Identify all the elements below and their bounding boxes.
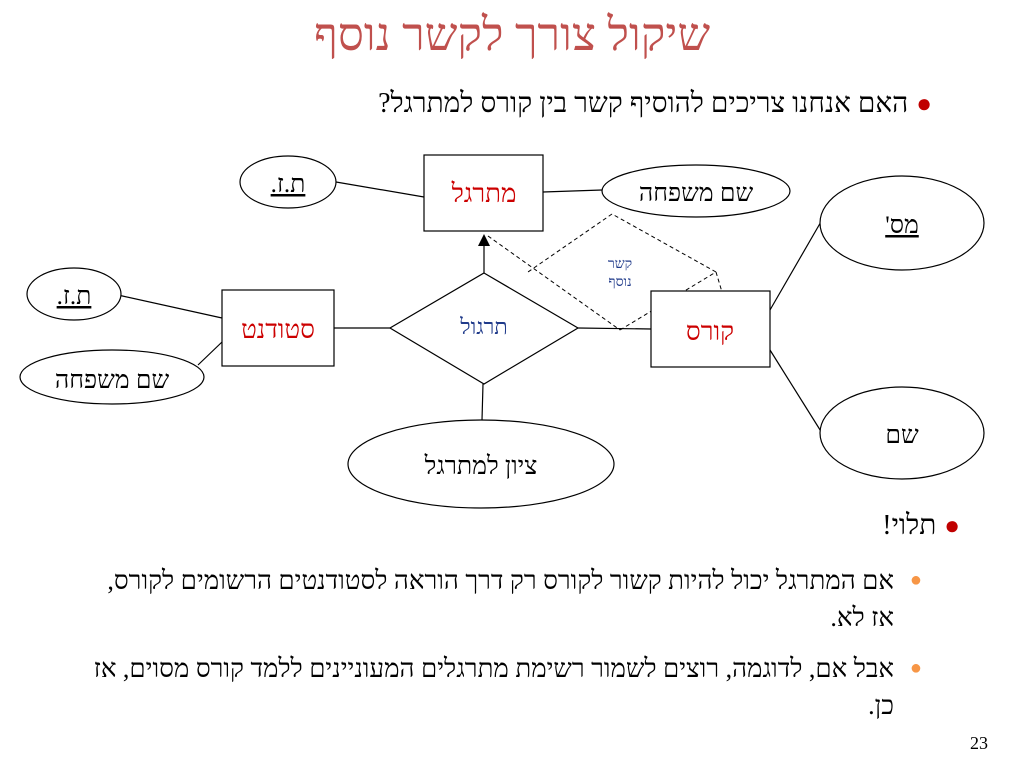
relationship-diamond xyxy=(388,272,580,385)
slide-title: שיקול צורך לקשר נוסף xyxy=(313,9,711,60)
edge-relationship-grade xyxy=(481,383,484,421)
entity-student xyxy=(221,289,335,367)
attr-tutor-id-label: ת.ז. xyxy=(271,171,306,198)
attr-course-number-label: מס' xyxy=(885,212,919,239)
edge-student-id xyxy=(117,294,223,319)
attr-tutor-grade-label: ציון למתרגל xyxy=(424,453,538,480)
entity-tutor xyxy=(423,154,544,232)
edge-tutor-lastname xyxy=(542,189,603,193)
attr-student-lastname xyxy=(19,349,205,405)
question-bullet: ●האם אנחנו צריכים להוסיף קשר בין קורס למ… xyxy=(378,88,932,120)
bullet-dot-icon: ● xyxy=(944,511,960,540)
attr-course-number xyxy=(819,175,985,271)
depends-bullet: ●תלוי! xyxy=(882,510,960,542)
attr-tutor-grade xyxy=(347,419,615,509)
edge-tutor-id xyxy=(335,181,425,198)
edge-course-number xyxy=(769,219,823,311)
sub-point-2: ● אבל אם, לדוגמה, רוצים לשמור רשימת מתרג… xyxy=(84,650,922,724)
attr-tutor-lastname-label: שם משפחה xyxy=(639,180,754,207)
entity-course xyxy=(650,290,771,368)
edge-course-name xyxy=(769,349,823,434)
attr-student-lastname-label: שם משפחה xyxy=(55,367,170,394)
relationship-label: תרגול xyxy=(459,314,507,339)
question-text: האם אנחנו צריכים להוסיף קשר בין קורס למת… xyxy=(378,88,909,119)
attr-tutor-lastname xyxy=(601,164,791,218)
attr-course-name xyxy=(819,386,985,480)
sub-point-2-text: אבל אם, לדוגמה, רוצים לשמור רשימת מתרגלי… xyxy=(93,654,894,720)
entity-tutor-label: מתרגל xyxy=(451,179,517,208)
attr-course-name-label: שם xyxy=(885,422,919,449)
attr-tutor-id xyxy=(239,155,337,209)
page-number: 23 xyxy=(970,733,988,753)
attr-student-id-label: ת.ז. xyxy=(57,283,92,310)
sub-bullet-dot-icon: ● xyxy=(909,657,922,679)
depends-text: תלוי! xyxy=(882,510,937,541)
extra-relationship-line1: קשר xyxy=(608,257,632,272)
entity-course-label: קורס xyxy=(686,317,734,346)
edge-relationship-course xyxy=(577,327,652,330)
bullet-dot-icon: ● xyxy=(916,89,932,118)
attr-student-id xyxy=(26,267,122,321)
entity-student-label: סטודנט xyxy=(241,315,315,344)
edge-student-lastname xyxy=(197,341,223,366)
sub-point-1-text: אם המתרגל יכול להיות קשור לקורס רק דרך ה… xyxy=(107,566,894,632)
extra-relationship-line2: נוסף xyxy=(608,275,631,290)
sub-point-1: ● אם המתרגל יכול להיות קשור לקורס רק דרך… xyxy=(84,562,922,636)
sub-bullet-dot-icon: ● xyxy=(909,569,922,591)
